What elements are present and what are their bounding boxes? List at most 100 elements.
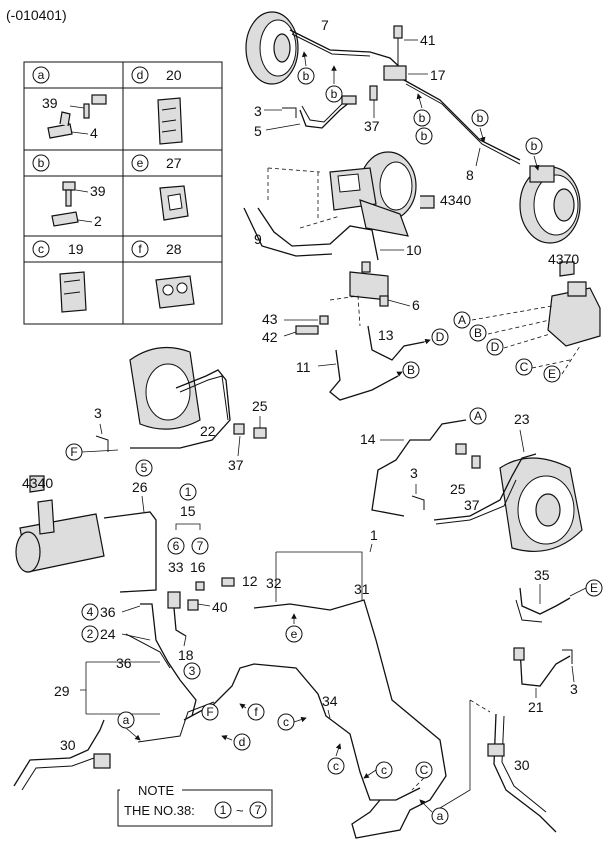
svg-text:F: F — [70, 445, 77, 459]
part-number-7: 7 — [321, 17, 329, 33]
part-number-13: 13 — [378, 327, 394, 343]
ref-2-circle — [81, 625, 99, 643]
part-number-3-right: 3 — [410, 465, 418, 481]
brake-pipe-13 — [367, 325, 425, 361]
part-number-11: 11 — [296, 359, 311, 375]
rear-right-backing-plate — [499, 457, 583, 552]
svg-text:E: E — [548, 367, 556, 381]
brake-pipe-34 — [183, 663, 421, 801]
svg-text:B: B — [474, 326, 482, 340]
bolt-41 — [393, 25, 403, 39]
washer-43 — [319, 315, 329, 325]
part-number-36-upper: 36 — [100, 604, 116, 620]
part-number-30-left: 30 — [60, 737, 76, 753]
brake-hose-23 — [433, 453, 537, 521]
part-number-25-mid: 25 — [252, 398, 268, 414]
svg-text:6: 6 — [173, 539, 180, 553]
brake-pipe-10 — [257, 207, 379, 261]
legend-b-clip-number: 2 — [94, 213, 102, 229]
part-number-36-lower: 36 — [116, 655, 132, 671]
part-number-9: 9 — [254, 231, 262, 247]
hydraulic-unit-4370 — [547, 261, 601, 347]
legend-table: a 39 4 d 20 b 39 2 — [23, 61, 223, 325]
part-number-5: 5 — [254, 123, 262, 139]
legend-e-number: 27 — [166, 155, 182, 171]
part-number-10: 10 — [406, 242, 422, 258]
canister-4340 — [15, 475, 105, 573]
part-number-41: 41 — [420, 32, 436, 48]
legend-letter-f: f — [138, 242, 142, 256]
part-4340-top — [420, 195, 435, 209]
svg-text:D: D — [436, 330, 445, 344]
front-right-disc — [519, 165, 581, 244]
part-number-16: 16 — [190, 559, 206, 575]
clip-icon — [51, 211, 79, 227]
front-left-disc — [245, 11, 299, 85]
svg-text:e: e — [291, 627, 298, 641]
ref-4-circle — [81, 603, 99, 621]
svg-text:B: B — [407, 363, 415, 377]
bolt-40 — [187, 599, 199, 611]
part-number-21: 21 — [528, 699, 544, 715]
part-number-31: 31 — [354, 581, 370, 597]
ref-b-circles-top: b b b b b b — [297, 67, 543, 155]
legend-letter-c: c — [38, 242, 44, 256]
bolt-25-right — [455, 443, 467, 455]
part-number-30-right: 30 — [514, 757, 530, 773]
hecu-port-refs: A B D C E D B — [402, 311, 561, 383]
brake-hose-21 — [519, 647, 571, 687]
bolt-icon — [83, 94, 107, 119]
part-number-34: 34 — [322, 693, 338, 709]
part-number-4340-top: 4340 — [440, 192, 471, 208]
svg-text:c: c — [333, 759, 339, 773]
screw-icon — [62, 181, 76, 207]
ref-A-right — [469, 407, 487, 425]
clip-3-mid — [95, 435, 109, 452]
note-title: NOTE — [138, 783, 174, 798]
ref-3-circle — [183, 662, 201, 680]
note-text-prefix: THE NO.38: — [124, 803, 195, 818]
svg-text:b: b — [421, 129, 428, 143]
rear-left-backing-plate — [129, 346, 201, 430]
part-number-26: 26 — [132, 479, 148, 495]
svg-text:D: D — [491, 340, 500, 354]
part-number-42: 42 — [262, 329, 278, 345]
bolt-25-mid — [253, 427, 267, 439]
svg-text:C: C — [520, 360, 529, 374]
brake-pipe-35 — [519, 587, 571, 615]
brake-pipe-8 — [403, 79, 521, 161]
part-number-6: 6 — [412, 297, 420, 313]
svg-text:2: 2 — [87, 627, 94, 641]
proportioning-valve — [349, 261, 389, 307]
ref-1-circle — [179, 483, 197, 501]
triple-clip-icon — [155, 275, 195, 309]
union-17 — [383, 65, 407, 81]
svg-text:E: E — [590, 581, 598, 595]
svg-text:a: a — [437, 809, 444, 823]
part-number-18: 18 — [178, 647, 194, 663]
legend-f-number: 28 — [166, 241, 182, 257]
ref-6-circle — [167, 537, 185, 555]
clip-3-lower-right — [562, 649, 573, 664]
brake-hose-22 — [130, 369, 231, 449]
svg-text:4: 4 — [87, 605, 94, 619]
part-number-40: 40 — [212, 599, 228, 615]
brake-pipe-9 — [243, 207, 333, 257]
legend-d-number: 20 — [166, 67, 182, 83]
part-number-33: 33 — [168, 559, 184, 575]
svg-text:b: b — [477, 111, 484, 125]
hose-18 — [173, 607, 187, 637]
retainer-clip-icon — [159, 185, 189, 221]
part-number-29: 29 — [54, 683, 70, 699]
brake-pipe-31 — [253, 599, 447, 839]
part-number-15: 15 — [180, 503, 196, 519]
svg-text:b: b — [419, 111, 426, 125]
clip-12 — [221, 577, 235, 587]
part-number-4340-left: 4340 — [22, 475, 53, 491]
legend-a-clip-number: 4 — [90, 125, 98, 141]
part-number-3-mid: 3 — [94, 405, 102, 421]
ref-letters-main-pipes: e F f d c c c C a — [201, 625, 449, 825]
legend-letter-a: a — [38, 68, 45, 82]
note-box: NOTE THE NO.38: 1 ~ 7 — [117, 783, 273, 827]
